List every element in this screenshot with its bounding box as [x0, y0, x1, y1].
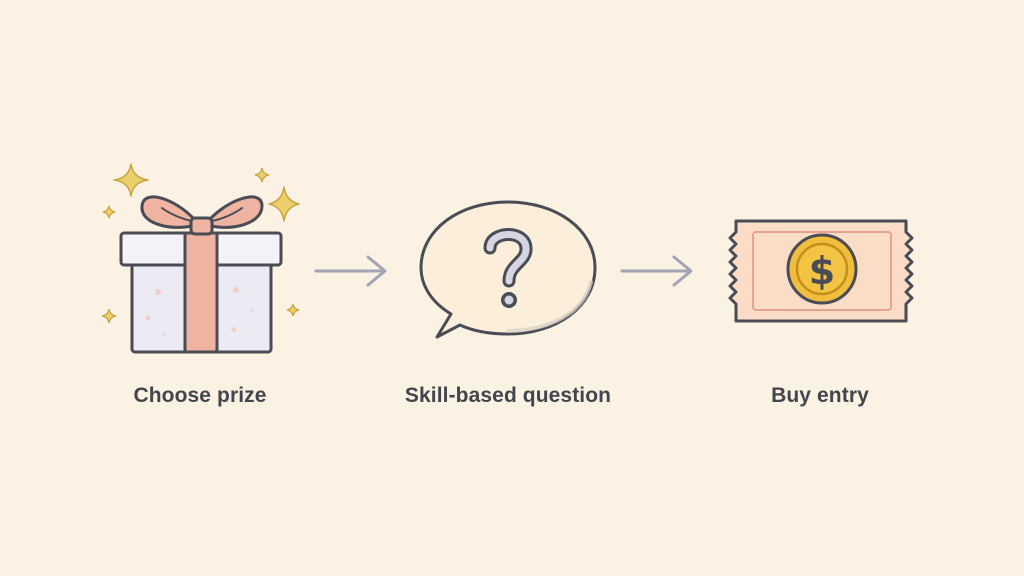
arrow-right-icon — [314, 255, 387, 287]
svg-text:$: $ — [809, 249, 835, 293]
sparkle-icon — [254, 167, 270, 183]
step-label-buy-entry: Buy entry — [771, 384, 869, 407]
sparkle-icon — [286, 303, 300, 317]
question-speech-bubble-icon — [419, 200, 597, 339]
step-label-choose-prize: Choose prize — [133, 384, 267, 407]
ticket-coin-icon: $ — [728, 219, 914, 323]
step-label-skill-based-question: Skill-based question — [404, 384, 612, 407]
sparkle-icon — [101, 308, 117, 324]
sparkle-icon — [113, 163, 149, 197]
arrow-right-icon — [620, 255, 693, 287]
sparkle-icon — [102, 205, 116, 219]
gift-box-icon — [101, 163, 300, 354]
sparkle-icon — [268, 186, 300, 222]
